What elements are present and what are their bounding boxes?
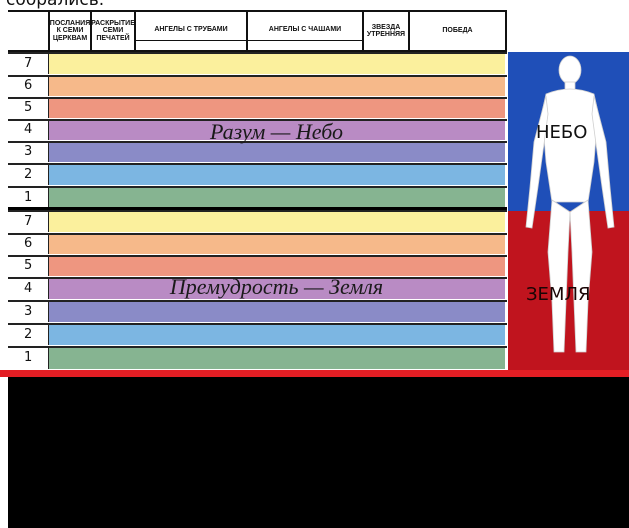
- left-white-strip: [0, 377, 8, 528]
- color-band: [48, 143, 505, 162]
- row-divider: [8, 233, 507, 235]
- color-band: [48, 212, 505, 232]
- top-text: собрались.: [6, 0, 226, 9]
- row-divider: [8, 346, 507, 348]
- row-divider: [8, 141, 507, 143]
- row-number: 2: [8, 163, 48, 186]
- row-number: 3: [8, 141, 48, 163]
- row-number: 4: [8, 277, 48, 300]
- row-divider: [8, 210, 507, 212]
- row-divider: [8, 186, 507, 188]
- row-number: 1: [8, 346, 48, 370]
- header-opening-seven-seals: РАСКРЫТИЕ СЕМИ ПЕЧАТЕЙ: [90, 12, 135, 50]
- color-band: [48, 165, 505, 185]
- row-number: 7: [8, 52, 48, 75]
- header-victory: ПОБЕДА: [408, 12, 507, 50]
- color-band: [48, 188, 505, 208]
- color-band: [48, 348, 505, 369]
- human-figure-icon: [508, 52, 629, 370]
- section-label: Разум — Небо: [210, 119, 343, 144]
- table-row: 3: [8, 141, 507, 163]
- figure-panel: НЕБО ЗЕМЛЯ: [508, 52, 629, 370]
- table-row: 3: [8, 300, 507, 323]
- bottom-red-bar: [0, 370, 629, 377]
- row-divider: [8, 323, 507, 325]
- row-divider: [8, 75, 507, 77]
- table-row: 4: [8, 119, 507, 141]
- table-row: 4: [8, 277, 507, 300]
- table-row: 1: [8, 346, 507, 370]
- table-row: 7: [8, 210, 507, 233]
- row-number: 3: [8, 300, 48, 323]
- table-row: 6: [8, 233, 507, 255]
- row-divider: [8, 52, 507, 54]
- row-number: 1: [8, 186, 48, 209]
- header-letters-to-seven-churches: ПОСЛАНИЯ К СЕМИ ЦЕРКВАМ: [48, 12, 90, 50]
- row-number: 5: [8, 97, 48, 119]
- row-divider: [8, 97, 507, 99]
- row-number: 2: [8, 323, 48, 346]
- row-number: 7: [8, 210, 48, 233]
- color-band: [48, 99, 505, 118]
- color-band: [48, 325, 505, 345]
- figure-label-earth: ЗЕМЛЯ: [526, 284, 591, 305]
- header-angels-with-bowls: АНГЕЛЫ С ЧАШАМИ Внешнее Царство: [246, 12, 362, 60]
- table-row: 2: [8, 163, 507, 186]
- color-band: [48, 54, 505, 74]
- table-row: 5: [8, 255, 507, 277]
- row-divider: [8, 255, 507, 257]
- header-angels-bowls-title: АНГЕЛЫ С ЧАШАМИ: [248, 20, 362, 41]
- row-number: 6: [8, 75, 48, 97]
- color-band: [48, 302, 505, 322]
- header-morning-star: ЗВЕЗДА УТРЕННЯЯ: [362, 12, 408, 50]
- table-row: 5: [8, 97, 507, 119]
- table-row: 1: [8, 186, 507, 209]
- row-number: 5: [8, 255, 48, 277]
- header-angels-with-trumpets: АНГЕЛЫ С ТРУБАМИ Внутреннее Царство: [134, 12, 246, 60]
- color-band: [48, 121, 505, 140]
- table-row: 7: [8, 52, 507, 75]
- color-band: [48, 235, 505, 254]
- table-row: 2: [8, 323, 507, 346]
- figure-label-heaven: НЕБО: [536, 122, 588, 143]
- color-band: [48, 257, 505, 276]
- color-band: [48, 77, 505, 96]
- row-divider: [8, 277, 507, 279]
- row-divider: [8, 119, 507, 121]
- header-row: ПОСЛАНИЯ К СЕМИ ЦЕРКВАМ РАСКРЫТИЕ СЕМИ П…: [8, 10, 507, 60]
- table-row: 6: [8, 75, 507, 97]
- section-divider: [8, 207, 507, 212]
- header-angels-trumpets-title: АНГЕЛЫ С ТРУБАМИ: [136, 20, 246, 41]
- row-number: 4: [8, 119, 48, 141]
- section-label: Премудрость — Земля: [169, 274, 384, 299]
- row-divider: [8, 300, 507, 302]
- row-divider: [8, 163, 507, 165]
- bottom-black-block: [8, 377, 629, 528]
- row-number: 6: [8, 233, 48, 255]
- color-band: [48, 279, 505, 299]
